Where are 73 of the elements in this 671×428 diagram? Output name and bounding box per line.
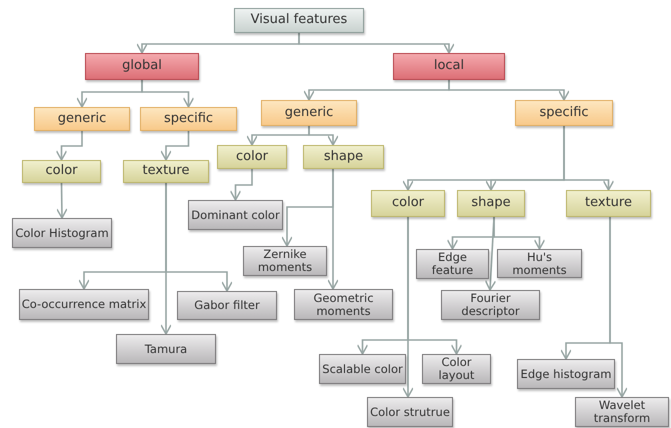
box-label: color — [45, 164, 78, 179]
arrow — [141, 80, 194, 108]
arrow — [402, 217, 414, 398]
method-box — [116, 334, 216, 364]
arrow — [308, 126, 339, 146]
box-label: Geometric moments — [312, 292, 375, 318]
box-label: Edge histogram — [520, 368, 612, 380]
arrow — [493, 217, 546, 250]
box-label: generic — [284, 106, 334, 120]
box-label: Zernike moments — [256, 248, 314, 274]
category-box — [85, 53, 199, 80]
method-box — [367, 397, 453, 427]
box-label: Dominant color — [191, 208, 280, 222]
feature-box — [371, 190, 445, 217]
box-label: Fourier descriptor — [460, 292, 521, 318]
box-label: specific — [164, 112, 214, 126]
type-box — [34, 107, 130, 131]
method-box — [19, 289, 149, 320]
box-label: Color strutrue — [370, 406, 450, 418]
feature-box — [217, 145, 287, 169]
feature-box — [457, 190, 525, 217]
type-box — [261, 100, 357, 126]
arrow — [56, 182, 68, 219]
method-box — [188, 200, 283, 230]
method-box — [416, 249, 489, 279]
box-label: Color layout — [438, 356, 476, 382]
arrow — [484, 216, 496, 291]
box-label: Color Histogram — [15, 226, 109, 240]
feature-box — [123, 160, 209, 183]
feature-box — [303, 145, 384, 169]
arrow — [56, 131, 83, 161]
method-box — [441, 290, 540, 320]
type-box — [515, 100, 613, 126]
box-label: texture — [142, 164, 190, 179]
arrow — [230, 169, 253, 201]
method-box — [422, 354, 491, 384]
box-label: generic — [58, 112, 106, 126]
arrow — [298, 33, 455, 54]
type-box — [140, 107, 237, 131]
box-label: Tamura — [144, 342, 188, 356]
box-label: Co-occurrence matrix — [22, 298, 146, 311]
box-label: Gabor filter — [194, 299, 260, 312]
arrow — [563, 126, 614, 191]
box-label: color — [236, 150, 268, 164]
box-label: Wavelet transform — [592, 399, 652, 425]
box-label: local — [434, 59, 464, 74]
feature-box — [22, 160, 101, 183]
method-box — [575, 397, 669, 427]
box-label: Scalable color — [322, 362, 403, 376]
method-box — [294, 289, 393, 320]
box-label: global — [122, 59, 162, 74]
arrow — [448, 80, 570, 101]
category-box — [393, 53, 505, 80]
box-label: shape — [471, 196, 511, 211]
title-box — [234, 8, 364, 33]
box-label: texture — [585, 196, 632, 211]
method-box — [177, 291, 277, 320]
method-box — [12, 218, 112, 248]
box-label: shape — [324, 150, 364, 164]
arrow — [327, 169, 339, 290]
method-box — [517, 359, 615, 389]
box-label: specific — [539, 106, 589, 120]
arrow — [160, 131, 190, 161]
arrow — [609, 217, 628, 398]
arrow — [160, 183, 172, 335]
box-label: Hu's moments — [511, 250, 568, 276]
method-box — [497, 249, 582, 278]
box-label: Edge feature — [430, 251, 474, 277]
box-label: color — [392, 196, 424, 211]
feature-box — [566, 190, 651, 217]
box-label: Visual features — [250, 13, 348, 28]
method-box — [243, 246, 327, 276]
method-box — [319, 354, 406, 384]
